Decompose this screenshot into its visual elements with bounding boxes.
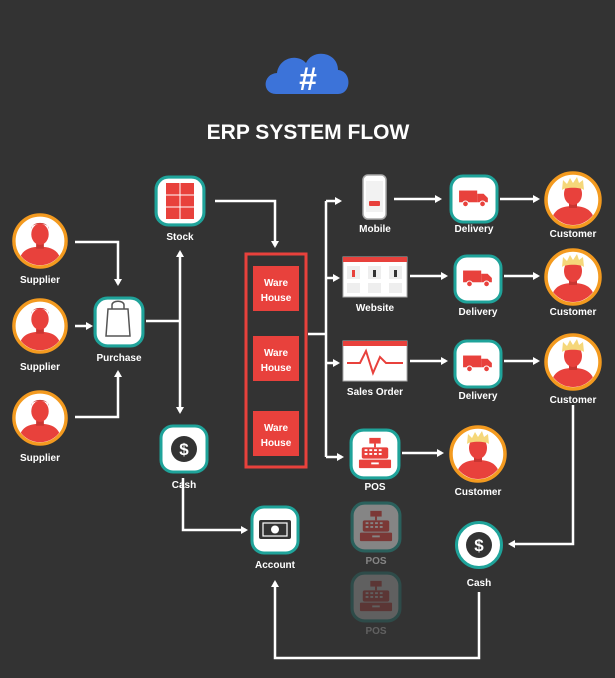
person-icon xyxy=(14,392,66,444)
person-icon xyxy=(14,215,66,267)
customer-node-4: Customer xyxy=(451,427,505,498)
pos-node-ghost-1: POS xyxy=(350,501,402,567)
mobile-node: Mobile xyxy=(359,174,391,235)
customer-label: Customer xyxy=(550,395,597,406)
page-title: ERP SYSTEM FLOW xyxy=(207,121,410,144)
mobile-phone-icon xyxy=(362,174,387,220)
svg-text:Ware: Ware xyxy=(264,348,289,359)
stock-node: Stock xyxy=(154,175,206,243)
purchase-label: Purchase xyxy=(96,353,141,364)
person-icon xyxy=(546,173,600,227)
warehouse-1: Ware House xyxy=(253,266,299,311)
flow-arrows xyxy=(75,195,575,660)
sales-order-node: Sales Order xyxy=(342,340,408,398)
delivery-node-2: Delivery xyxy=(453,254,503,318)
person-icon xyxy=(546,250,600,304)
person-icon xyxy=(451,427,505,481)
customer-label: Customer xyxy=(455,487,502,498)
cash-label: Cash xyxy=(172,480,196,491)
delivery-label: Delivery xyxy=(459,391,498,402)
delivery-label: Delivery xyxy=(455,224,494,235)
pos-label: POS xyxy=(364,482,385,493)
svg-text:House: House xyxy=(261,293,292,304)
stock-label: Stock xyxy=(166,232,194,243)
svg-text:#: # xyxy=(299,61,317,97)
warehouse-3: Ware House xyxy=(253,411,299,456)
dollar-coin-icon: $ xyxy=(466,532,492,558)
person-icon xyxy=(546,335,600,389)
warehouse-2: Ware House xyxy=(253,336,299,381)
supplier-label: Supplier xyxy=(20,275,60,286)
pos-node: POS xyxy=(349,428,401,493)
banknote-icon xyxy=(259,520,291,539)
delivery-label: Delivery xyxy=(459,307,498,318)
svg-text:House: House xyxy=(261,363,292,374)
person-icon xyxy=(14,300,66,352)
hashtag-cloud-icon: # xyxy=(265,53,349,97)
pos-label: POS xyxy=(365,556,386,567)
supplier-node-3: Supplier xyxy=(14,392,66,464)
mobile-label: Mobile xyxy=(359,224,391,235)
warehouse-block: Ware House Ware House Ware House xyxy=(244,252,308,469)
cash-left-node: $ Cash xyxy=(159,424,209,491)
delivery-node-1: Delivery xyxy=(449,174,499,235)
cash-label: Cash xyxy=(467,578,491,589)
svg-text:$: $ xyxy=(474,536,484,555)
svg-text:House: House xyxy=(261,438,292,449)
supplier-label: Supplier xyxy=(20,362,60,373)
supplier-node-1: Supplier xyxy=(14,215,66,286)
customer-node-1: Customer xyxy=(546,173,600,240)
supplier-node-2: Supplier xyxy=(14,300,66,373)
svg-text:$: $ xyxy=(179,440,189,459)
account-node: Account xyxy=(250,505,300,571)
purchase-node: Purchase xyxy=(93,296,145,364)
customer-node-3: Customer xyxy=(546,335,600,406)
pos-label: POS xyxy=(365,626,386,637)
svg-text:Ware: Ware xyxy=(264,423,289,434)
website-icon xyxy=(342,256,408,298)
cash-right-node: $ Cash xyxy=(455,521,503,589)
supplier-label: Supplier xyxy=(20,453,60,464)
account-label: Account xyxy=(255,560,296,571)
sales-order-label: Sales Order xyxy=(347,387,403,398)
dollar-coin-icon: $ xyxy=(171,436,197,462)
customer-label: Customer xyxy=(550,229,597,240)
website-node: Website xyxy=(342,256,408,314)
delivery-node-3: Delivery xyxy=(453,339,503,402)
website-label: Website xyxy=(356,303,395,314)
sales-chart-icon xyxy=(342,340,408,382)
customer-label: Customer xyxy=(550,307,597,318)
shopping-bag-icon xyxy=(105,300,131,337)
pos-node-ghost-2: POS xyxy=(350,571,402,637)
svg-text:Ware: Ware xyxy=(264,278,289,289)
boxes-icon xyxy=(166,183,194,219)
customer-node-2: Customer xyxy=(546,250,600,318)
